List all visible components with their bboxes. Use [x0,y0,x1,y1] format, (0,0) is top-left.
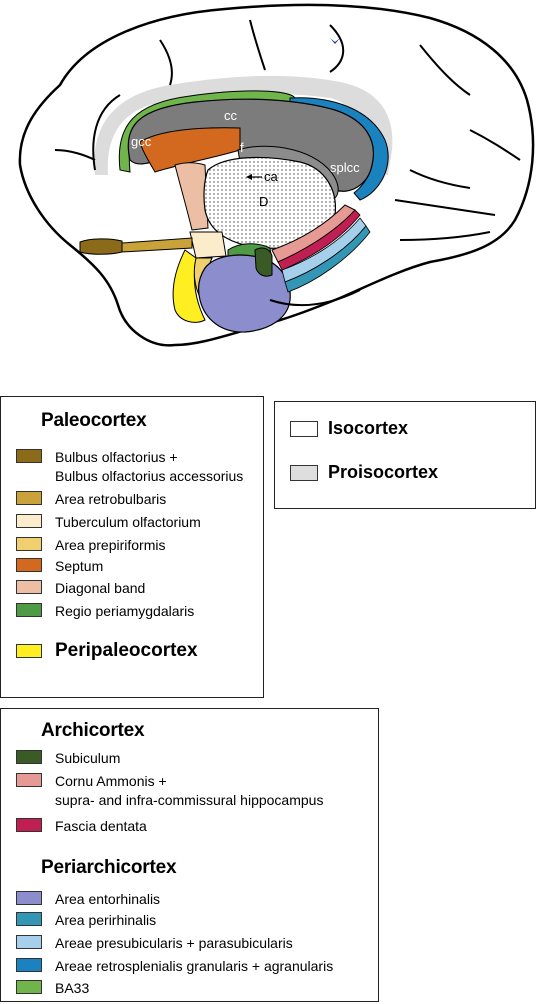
isocortex-label: Isocortex [328,418,409,438]
label-f: f [240,140,244,155]
legend-label-line2: Bulbus olfactorius accessorius [55,468,244,484]
brain-diagram: cc gcc splcc f D ca [18,3,535,347]
legend-label: Diagonal band [55,580,146,596]
legend-label: Area perirhinalis [55,912,157,928]
legend-label: Areae presubicularis + parasubicularis [55,935,293,951]
label-cc: cc [224,108,238,123]
legend-swatch [16,818,42,832]
paleocortex-legend: Paleocortex Bulbus olfactorius + Bulbus … [0,396,264,698]
tuberculum-region [189,231,227,259]
legend-swatch [16,491,42,505]
legend-swatch [16,603,42,617]
archicortex-legend: Archicortex Subiculum Cornu Ammonis + su… [0,708,379,1002]
legend-swatch [16,537,42,551]
proisocortex-item: Proisocortex [290,463,438,482]
legend-swatch [16,514,42,528]
diagonal-band-region [174,162,209,231]
isocortex-legend: Isocortex Proisocortex [274,401,536,509]
legend-item: Area entorhinalis [16,890,160,908]
legend-swatch [290,420,318,437]
legend-label: Bulbus olfactorius + [55,449,178,465]
legend-label: Tuberculum olfactorium [55,514,201,530]
sulcus-lines [54,19,521,307]
legend-item: Area retrobulbaris [16,490,166,508]
legend-swatch [16,449,42,463]
legend-item: Subiculum [16,749,120,767]
legend-label: Fascia dentata [55,818,147,834]
legend-label: Areae retrosplenialis granularis + agran… [55,958,334,974]
legend-label: Area entorhinalis [55,891,161,907]
legend-item: Area prepiriformis [16,536,165,554]
label-ca: ca [264,169,279,184]
legend-label: Septum [55,558,104,574]
small-sulcus-mark [330,38,340,44]
label-splcc: splcc [330,160,360,175]
periarchicortex-heading: Periarchicortex [41,857,177,878]
legend-item: Areae presubicularis + parasubicularis [16,934,293,952]
legend-item: Cornu Ammonis + supra- and infra-commiss… [16,772,323,808]
entorhinal-region [198,254,291,333]
legend-swatch [16,891,42,905]
label-d: D [259,194,268,209]
legend-label: Subiculum [55,750,121,766]
legend-swatch [16,750,42,764]
legend-swatch [16,958,42,972]
legend-item: Tuberculum olfactorium [16,513,201,531]
retrobulbar-tract [121,237,193,253]
legend-label-line2: supra- and infra-commissural hippocampus [55,792,324,808]
legend-item: Diagonal band [16,579,145,597]
legend-item: Fascia dentata [16,817,147,835]
label-gcc: gcc [131,134,152,149]
perirhinal-strip [284,225,371,293]
legend-swatch [16,558,42,572]
legend-item: Bulbus olfactorius + Bulbus olfactorius … [16,448,243,484]
legend-item: Septum [16,557,103,575]
legend-swatch [16,980,42,994]
peripaleocortex-heading: Peripaleocortex [55,640,198,661]
legend-item: Areae retrosplenialis granularis + agran… [16,957,333,975]
legend-item: Regio periamygdalaris [16,602,194,620]
peripaleocortex-item: Peripaleocortex [16,641,198,660]
legend-swatch [16,643,42,658]
legend-label: Regio periamygdalaris [55,603,195,619]
legend-swatch [16,773,42,787]
subiculum-region [254,247,273,277]
legend-label: BA33 [55,980,90,996]
legend-swatch [16,912,42,926]
fascia-dentata-strip [277,209,361,271]
legend-swatch [16,935,42,949]
isocortex-item: Isocortex [290,419,408,438]
legend-label: Area prepiriformis [55,537,166,553]
ca-arrow-head [246,174,252,180]
legend-item: BA33 [16,979,89,997]
paleocortex-heading: Paleocortex [41,410,147,431]
legend-label: Area retrobulbaris [55,491,167,507]
legend-swatch [290,464,318,481]
archicortex-heading: Archicortex [41,720,145,741]
legend-item: Area perirhinalis [16,911,156,929]
legend-swatch [16,580,42,594]
proisocortex-label: Proisocortex [328,462,439,482]
olfactory-bulb [79,238,123,255]
legend-label: Cornu Ammonis + [55,773,167,789]
